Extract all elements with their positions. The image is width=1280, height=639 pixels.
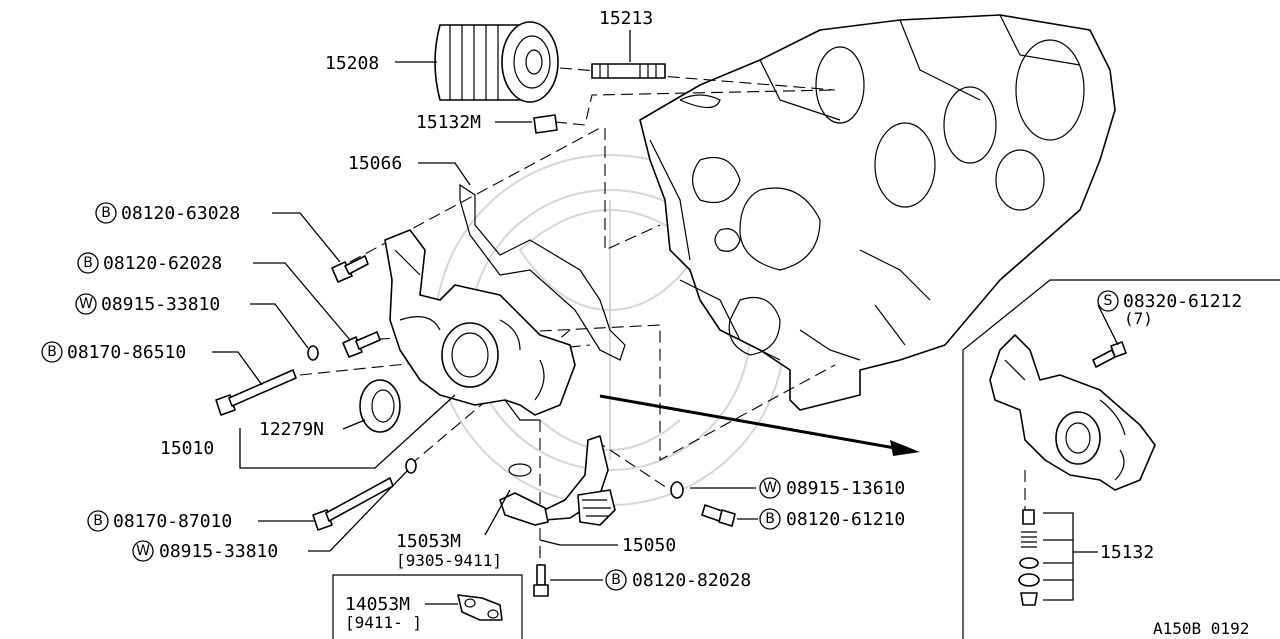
callout-08120-63028: B 08120-63028 <box>95 202 240 224</box>
svg-text:W: W <box>79 296 93 312</box>
qty-label: (7) <box>1124 309 1153 328</box>
svg-text:08915-13610: 08915-13610 <box>786 478 905 499</box>
bolt-08170-87010 <box>312 477 394 531</box>
engine-block <box>639 14 1116 411</box>
washer-08915-13610 <box>670 481 684 499</box>
label-15053M-range: [9305-9411] <box>396 551 502 570</box>
svg-text:08120-62028: 08120-62028 <box>103 253 222 274</box>
callout-08915-33810-bottom: W 08915-33810 <box>132 540 278 562</box>
bolt-08120-82028 <box>533 564 549 597</box>
callout-08170-87010: B 08170-87010 <box>87 510 232 532</box>
washer-08915-33810-top <box>307 345 319 361</box>
oil-seal <box>359 379 401 433</box>
callout-08120-61210: B 08120-61210 <box>759 508 905 530</box>
label-15010: 15010 <box>160 438 214 459</box>
bolt-08120-62028 <box>342 331 381 358</box>
detail-panel <box>962 279 1280 639</box>
svg-text:08320-61212: 08320-61212 <box>1123 291 1242 312</box>
label-15213: 15213 <box>599 8 653 29</box>
oil-strainer <box>499 435 616 526</box>
callout-08120-62028: B 08120-62028 <box>77 252 222 274</box>
svg-text:08170-87010: 08170-87010 <box>113 511 232 532</box>
bolt-callouts: B 08120-63028 B 08120-62028 W 08915-3381… <box>41 202 1242 591</box>
svg-text:B: B <box>101 205 111 221</box>
svg-text:08915-33810: 08915-33810 <box>101 294 220 315</box>
svg-text:B: B <box>765 511 775 527</box>
bolt-08170-86510 <box>215 369 297 416</box>
svg-text:08915-33810: 08915-33810 <box>159 541 278 562</box>
svg-text:S: S <box>1104 293 1113 309</box>
svg-text:B: B <box>83 255 93 271</box>
svg-text:W: W <box>136 543 150 559</box>
label-14053M: 14053M <box>345 594 410 615</box>
front-cover-gasket <box>459 183 626 361</box>
label-15132M: 15132M <box>416 112 481 133</box>
bolt-08120-61210 <box>701 504 736 527</box>
oil-filter <box>434 21 559 103</box>
label-15066: 15066 <box>348 153 402 174</box>
label-14053M-range: [9411- ] <box>345 613 422 632</box>
part-labels: 15208 15213 15132M 15066 12279N 15010 15… <box>160 8 1249 638</box>
detail-arrow <box>599 394 920 456</box>
callout-08320-61212: S 08320-61212 (7) <box>1097 290 1242 328</box>
svg-text:08120-63028: 08120-63028 <box>121 203 240 224</box>
callout-08915-33810-top: W 08915-33810 <box>75 293 220 315</box>
oil-pump-front-cover <box>384 229 576 421</box>
svg-text:08170-86510: 08170-86510 <box>67 342 186 363</box>
svg-text:W: W <box>763 480 777 496</box>
label-15132: 15132 <box>1100 542 1154 563</box>
inset-box-14053M <box>332 574 523 639</box>
callout-08915-13610: W 08915-13610 <box>759 477 905 499</box>
connector <box>533 114 558 134</box>
svg-text:B: B <box>611 572 621 588</box>
bolt-08120-63028 <box>331 255 369 283</box>
figure-code: A150B 0192 <box>1153 619 1249 638</box>
svg-text:08120-61210: 08120-61210 <box>786 509 905 530</box>
callout-08170-86510: B 08170-86510 <box>41 341 186 363</box>
svg-text:08120-82028: 08120-82028 <box>632 570 751 591</box>
leader-lines <box>212 30 1119 605</box>
filter-stud <box>591 63 666 79</box>
washer-08915-33810-bottom <box>405 458 417 474</box>
svg-text:B: B <box>47 344 57 360</box>
svg-text:B: B <box>93 513 103 529</box>
label-15208: 15208 <box>325 53 379 74</box>
label-15050: 15050 <box>622 535 676 556</box>
label-12279N: 12279N <box>259 419 324 440</box>
callout-08120-82028: B 08120-82028 <box>605 569 751 591</box>
label-15053M: 15053M <box>396 531 461 552</box>
